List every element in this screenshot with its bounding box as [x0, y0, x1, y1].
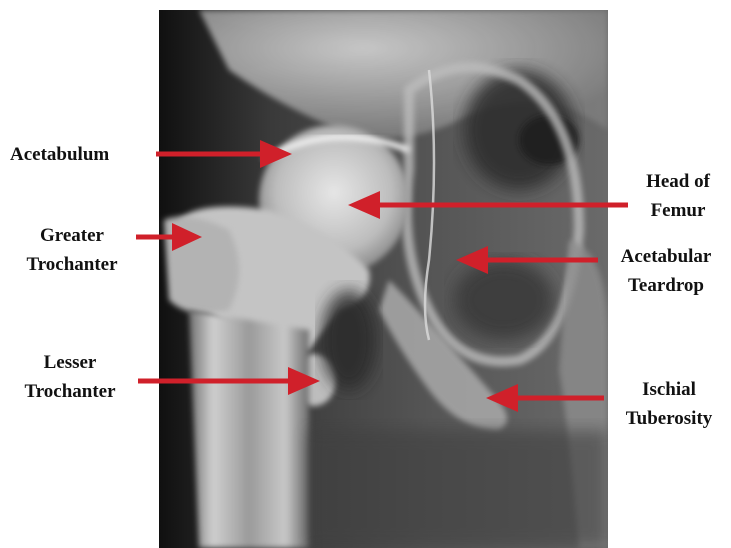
label-head-of-femur-line2: Femur: [628, 199, 728, 222]
label-acetabular-teardrop-line1: Acetabular: [604, 245, 728, 268]
label-acetabular-teardrop: Acetabular Teardrop: [604, 245, 728, 297]
acetabulum-arrow: [156, 140, 292, 168]
label-head-of-femur: Head of Femur: [628, 170, 728, 222]
label-acetabulum-line1: Acetabulum: [10, 143, 109, 166]
lesser-trochanter-arrow: [138, 367, 320, 395]
label-acetabular-teardrop-line2: Teardrop: [604, 274, 728, 297]
ischial-tuberosity-arrow: [486, 384, 604, 412]
greater-trochanter-arrow: [136, 223, 202, 251]
label-greater-trochanter: Greater Trochanter: [10, 224, 134, 276]
label-ischial-tuberosity-line2: Tuberosity: [610, 407, 728, 430]
label-lesser-trochanter-line2: Trochanter: [8, 380, 132, 403]
label-greater-trochanter-line1: Greater: [10, 224, 134, 247]
label-acetabulum: Acetabulum: [10, 143, 109, 166]
label-lesser-trochanter-line1: Lesser: [8, 351, 132, 374]
label-ischial-tuberosity: Ischial Tuberosity: [610, 378, 728, 430]
acetabular-teardrop-arrow: [456, 246, 598, 274]
label-head-of-femur-line1: Head of: [628, 170, 728, 193]
label-greater-trochanter-line2: Trochanter: [10, 253, 134, 276]
label-lesser-trochanter: Lesser Trochanter: [8, 351, 132, 403]
head-of-femur-arrow: [348, 191, 628, 219]
label-ischial-tuberosity-line1: Ischial: [610, 378, 728, 401]
